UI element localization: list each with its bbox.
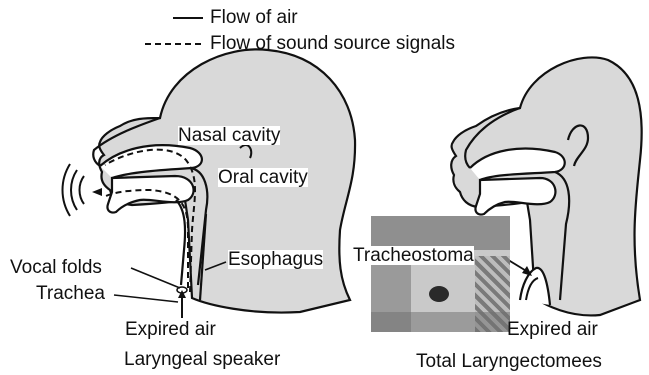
label-left-expired-air: Expired air	[125, 320, 216, 339]
left-sound-arrow	[92, 188, 102, 196]
caption-total-laryngectomees: Total Laryngectomees	[416, 352, 602, 371]
label-oral-cavity: Oral cavity	[218, 168, 308, 187]
vocal-folds-leader	[131, 268, 180, 288]
legend-dashed-label: Flow of sound source signals	[210, 34, 455, 53]
caption-laryngeal-speaker: Laryngeal speaker	[124, 350, 280, 369]
legend-solid-label: Flow of air	[210, 8, 298, 27]
label-vocal-folds: Vocal folds	[10, 258, 102, 277]
label-trachea: Trachea	[36, 284, 105, 303]
label-nasal-cavity: Nasal cavity	[178, 126, 280, 145]
label-esophagus: Esophagus	[228, 250, 323, 269]
left-sound-waves	[80, 176, 85, 204]
label-tracheostoma: Tracheostoma	[353, 246, 474, 265]
tracheostoma-photo	[371, 216, 510, 332]
label-right-expired-air: Expired air	[507, 320, 598, 339]
trachea-leader	[114, 295, 178, 302]
